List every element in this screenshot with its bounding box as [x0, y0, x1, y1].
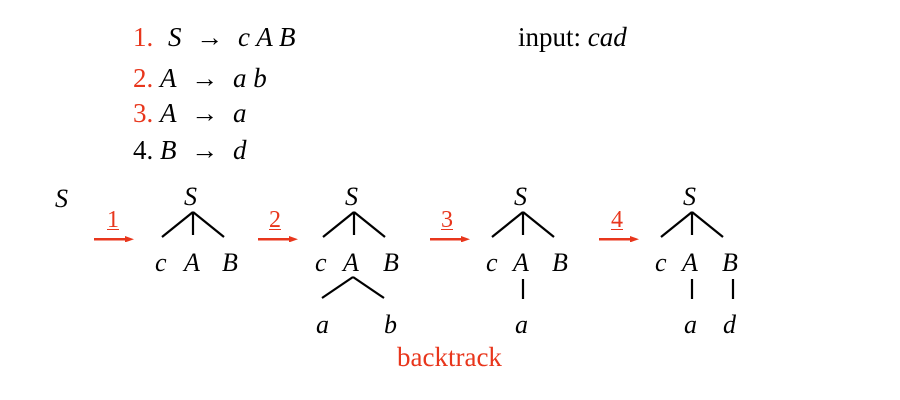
tree-node: A — [513, 248, 529, 277]
right-arrow-icon — [258, 236, 298, 242]
rule-lhs: S — [168, 22, 182, 52]
tree-node: c — [486, 248, 498, 277]
tree-node-root: S — [683, 182, 696, 211]
tree-node: c — [155, 248, 167, 277]
step-number-4: 4 — [611, 207, 623, 233]
tree-node: A — [682, 248, 698, 277]
right-arrow-icon: → — [191, 135, 219, 165]
rule-number: 3. — [133, 98, 154, 128]
grammar-rule-3: 3. A → a — [133, 100, 247, 127]
start-symbol: S — [55, 184, 68, 213]
rule-rhs: a — [233, 98, 247, 128]
tree-node-root: S — [514, 182, 527, 211]
rule-lhs: B — [160, 135, 177, 165]
tree-edge — [352, 276, 385, 299]
tree-node-root: S — [345, 182, 358, 211]
tree-edge — [161, 211, 194, 238]
tree-node-root: S — [184, 182, 197, 211]
tree-node: A — [184, 248, 200, 277]
right-arrow-icon — [430, 236, 470, 242]
input-label: input: — [518, 22, 582, 52]
tree-edge — [192, 211, 225, 238]
tree-leaf: a — [515, 310, 528, 339]
step-number-2: 2 — [269, 207, 281, 233]
input-value: cad — [587, 22, 627, 52]
rule-number: 1. — [133, 22, 154, 52]
rule-number: 2. — [133, 63, 154, 93]
right-arrow-icon: → — [196, 22, 224, 52]
tree-node: A — [343, 248, 359, 277]
tree-edge — [522, 211, 555, 238]
right-arrow-icon: → — [191, 63, 219, 93]
tree-node: B — [722, 248, 738, 277]
grammar-rule-1: 1. S → c A B — [133, 24, 296, 51]
step-number-3: 3 — [441, 207, 453, 233]
tree-node: B — [222, 248, 238, 277]
grammar-rule-2: 2. A → a b — [133, 65, 267, 92]
step-number-1: 1 — [107, 207, 119, 233]
tree-edge — [491, 211, 524, 238]
rule-lhs: A — [160, 63, 177, 93]
rule-rhs: c A B — [238, 22, 296, 52]
rule-number: 4. — [133, 135, 154, 165]
input-string: input: cad — [518, 24, 627, 51]
tree-edge — [322, 211, 355, 238]
tree-node: c — [655, 248, 667, 277]
right-arrow-icon: → — [191, 98, 219, 128]
tree-edge — [691, 211, 724, 238]
tree-edge — [660, 211, 693, 238]
tree-edge — [321, 276, 354, 299]
tree-leaf: a — [684, 310, 697, 339]
right-arrow-icon — [94, 236, 134, 242]
backtrack-label: backtrack — [397, 342, 502, 372]
tree-leaf: b — [384, 310, 397, 339]
tree-leaf: a — [316, 310, 329, 339]
rule-rhs: a b — [233, 63, 267, 93]
tree-node: B — [383, 248, 399, 277]
tree-node: B — [552, 248, 568, 277]
right-arrow-icon — [599, 236, 639, 242]
tree-leaf: d — [723, 310, 736, 339]
tree-node: c — [315, 248, 327, 277]
rule-lhs: A — [160, 98, 177, 128]
grammar-rule-4: 4. B → d — [133, 137, 247, 164]
tree-edge — [353, 211, 386, 238]
rule-rhs: d — [233, 135, 247, 165]
